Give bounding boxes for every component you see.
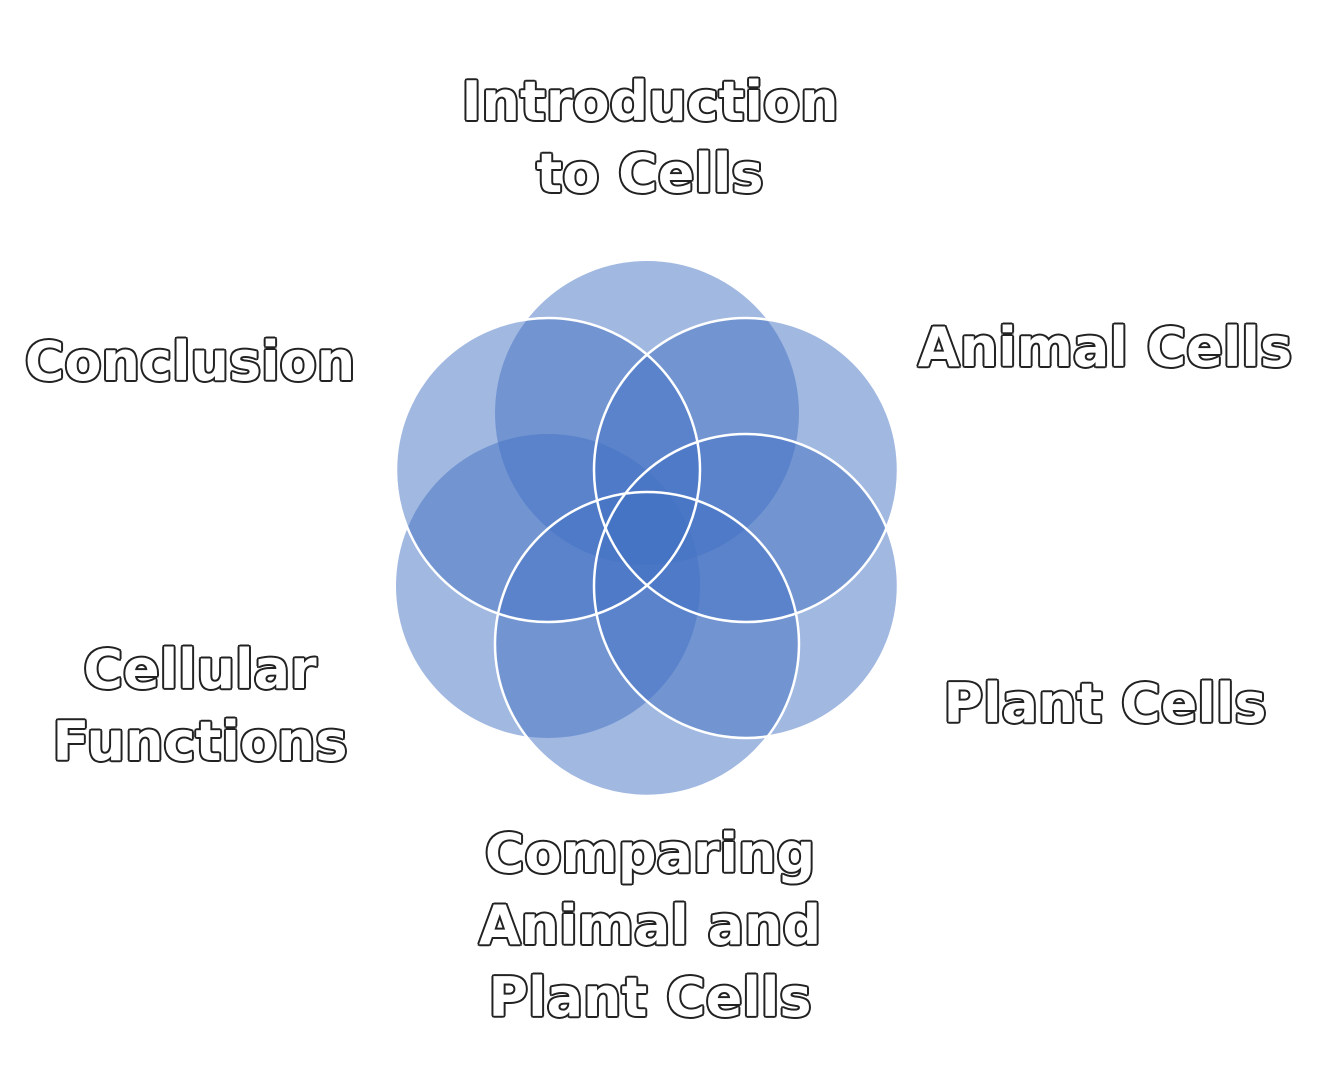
circle-comparing-cells-outline: [493, 490, 801, 798]
label-animal-cells: Animal Cells: [917, 315, 1293, 380]
label-cellular-functions: Cellular Functions: [51, 637, 348, 774]
circle-conclusion: [396, 318, 700, 622]
circle-conclusion-outline: [394, 316, 702, 624]
label-conclusion: Conclusion: [24, 329, 356, 394]
circle-plant-cells-outline: [592, 432, 900, 740]
label-comparing-animal-and-plant-cells: Comparing Animal and Plant Cells: [478, 821, 822, 1030]
label-introduction-to-cells: Introduction to Cells: [460, 69, 839, 206]
label-plant-cells: Plant Cells: [943, 671, 1268, 736]
circle-animal-cells-outline: [592, 316, 900, 624]
